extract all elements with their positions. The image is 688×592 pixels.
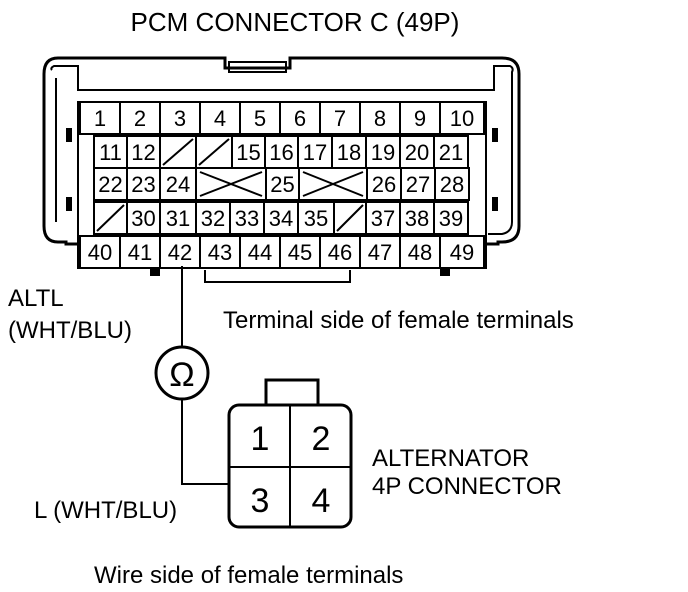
pcm-terminal-number: 40 bbox=[88, 240, 112, 265]
pcm-terminal-cell bbox=[159, 101, 201, 135]
pcm-terminal-cell bbox=[159, 201, 197, 235]
pcm-terminal-number: 12 bbox=[131, 140, 155, 165]
pcm-terminal-number: 2 bbox=[134, 106, 146, 131]
pcm-terminal-number: 33 bbox=[235, 206, 259, 231]
alternator-pin-1: 1 bbox=[251, 420, 270, 458]
pcm-terminal-cell bbox=[319, 101, 361, 135]
empty-cavity-slash bbox=[96, 204, 125, 232]
pcm-terminal-number: 6 bbox=[294, 106, 306, 131]
pcm-terminal-cell bbox=[93, 167, 128, 201]
pcm-terminal-number: 35 bbox=[304, 206, 328, 231]
pcm-terminal-number: 41 bbox=[128, 240, 152, 265]
pcm-terminal-cell bbox=[319, 235, 361, 269]
pcm-terminal-cell bbox=[159, 235, 201, 269]
pcm-terminal-cell bbox=[229, 201, 265, 235]
pcm-terminal-number: 23 bbox=[131, 172, 155, 197]
pcm-terminal-cell bbox=[399, 201, 435, 235]
pcm-terminal-number: 44 bbox=[248, 240, 272, 265]
pcm-terminal-cell bbox=[79, 235, 121, 269]
pcm-terminal-number: 18 bbox=[337, 140, 361, 165]
pcm-terminal-number: 20 bbox=[405, 140, 429, 165]
pcm-terminal-cell bbox=[365, 201, 401, 235]
pcm-terminal-cell bbox=[400, 167, 436, 201]
pcm-terminal-number: 9 bbox=[414, 106, 426, 131]
pcm-terminal-number: 3 bbox=[174, 106, 186, 131]
empty-cavity-x-line bbox=[302, 171, 364, 197]
pcm-terminal-number: 46 bbox=[328, 240, 352, 265]
pcm-terminal-number: 15 bbox=[236, 140, 260, 165]
alternator-pin-3: 3 bbox=[251, 482, 270, 520]
alternator-connector-name: ALTERNATOR bbox=[372, 445, 529, 472]
pcm-terminal-number: 49 bbox=[450, 240, 474, 265]
ohm-icon: Ω bbox=[169, 356, 194, 394]
pcm-terminal-cell bbox=[433, 201, 469, 235]
pcm-terminal-cell bbox=[434, 167, 470, 201]
pcm-connector-title: PCM CONNECTOR C (49P) bbox=[131, 7, 460, 37]
empty-cavity-slash bbox=[336, 204, 364, 232]
altl-wire-label: ALTL bbox=[8, 285, 64, 312]
alternator-connector-type: 4P CONNECTOR bbox=[372, 473, 562, 500]
pcm-terminal-number: 45 bbox=[288, 240, 312, 265]
pcm-terminal-cell bbox=[126, 201, 161, 235]
pcm-terminal-number: 10 bbox=[450, 106, 474, 131]
pcm-terminal-number: 26 bbox=[372, 172, 396, 197]
pcm-terminal-cell bbox=[439, 101, 485, 135]
pcm-terminal-number: 8 bbox=[374, 106, 386, 131]
l-wire-label: L (WHT/BLU) bbox=[34, 497, 177, 524]
pcm-terminal-number: 38 bbox=[405, 206, 429, 231]
pcm-terminal-cell bbox=[399, 135, 435, 169]
pcm-terminal-number: 19 bbox=[371, 140, 395, 165]
pcm-terminal-cell bbox=[231, 135, 266, 169]
pcm-terminal-number: 39 bbox=[439, 206, 463, 231]
pcm-terminal-number: 21 bbox=[439, 140, 463, 165]
pcm-terminal-cell bbox=[265, 167, 300, 201]
pcm-terminal-cell bbox=[79, 101, 121, 135]
test-lead-wire bbox=[181, 266, 234, 485]
pcm-terminal-number: 24 bbox=[166, 172, 190, 197]
pcm-terminal-number: 17 bbox=[303, 140, 327, 165]
pcm-terminal-number: 25 bbox=[270, 172, 294, 197]
pcm-terminal-number: 5 bbox=[254, 106, 266, 131]
empty-cavity-slash bbox=[198, 138, 230, 166]
pcm-terminal-number: 37 bbox=[371, 206, 395, 231]
empty-cavity-x-line bbox=[199, 171, 263, 197]
pcm-terminal-cell bbox=[239, 101, 281, 135]
pcm-terminal-number: 31 bbox=[166, 206, 190, 231]
pcm-terminal-cell bbox=[331, 135, 367, 169]
pcm-housing-latches bbox=[66, 128, 498, 276]
alternator-connector: 1 2 3 4 bbox=[227, 378, 353, 529]
alternator-pin-2: 2 bbox=[312, 420, 331, 458]
pcm-terminal-number: 4 bbox=[214, 106, 226, 131]
pcm-terminal-cell bbox=[439, 235, 485, 269]
pcm-terminal-number: 30 bbox=[131, 206, 155, 231]
pcm-terminal-number: 16 bbox=[269, 140, 293, 165]
altl-wire-color-label: (WHT/BLU) bbox=[8, 317, 132, 344]
pcm-terminal-number: 7 bbox=[334, 106, 346, 131]
pcm-terminal-number: 1 bbox=[94, 106, 106, 131]
pcm-terminal-number: 47 bbox=[368, 240, 392, 265]
pcm-terminal-cell bbox=[366, 167, 402, 201]
alternator-pin-4: 4 bbox=[312, 482, 331, 520]
pcm-terminal-number: 42 bbox=[168, 240, 192, 265]
pcm-terminal-cell bbox=[359, 101, 401, 135]
wire-side-label: Wire side of female terminals bbox=[94, 562, 403, 589]
pcm-terminal-number: 27 bbox=[406, 172, 430, 197]
pcm-terminal-number: 22 bbox=[98, 172, 122, 197]
pcm-terminal-number: 43 bbox=[208, 240, 232, 265]
pcm-terminal-cell bbox=[159, 167, 197, 201]
pcm-terminal-number: 11 bbox=[99, 140, 122, 165]
pcm-terminal-cell bbox=[279, 235, 321, 269]
empty-cavity-slash bbox=[162, 138, 194, 166]
pcm-terminal-number: 32 bbox=[201, 206, 225, 231]
pcm-terminal-number: 48 bbox=[408, 240, 432, 265]
ohmmeter-symbol: Ω bbox=[154, 345, 210, 401]
pcm-terminal-number: 34 bbox=[269, 206, 293, 231]
pcm-terminal-number: 28 bbox=[440, 172, 464, 197]
pcm-connector-housing bbox=[42, 56, 521, 283]
pcm-terminal-cell bbox=[279, 101, 321, 135]
pcm-terminal-cell bbox=[199, 235, 241, 269]
terminal-side-label: Terminal side of female terminals bbox=[223, 307, 574, 334]
